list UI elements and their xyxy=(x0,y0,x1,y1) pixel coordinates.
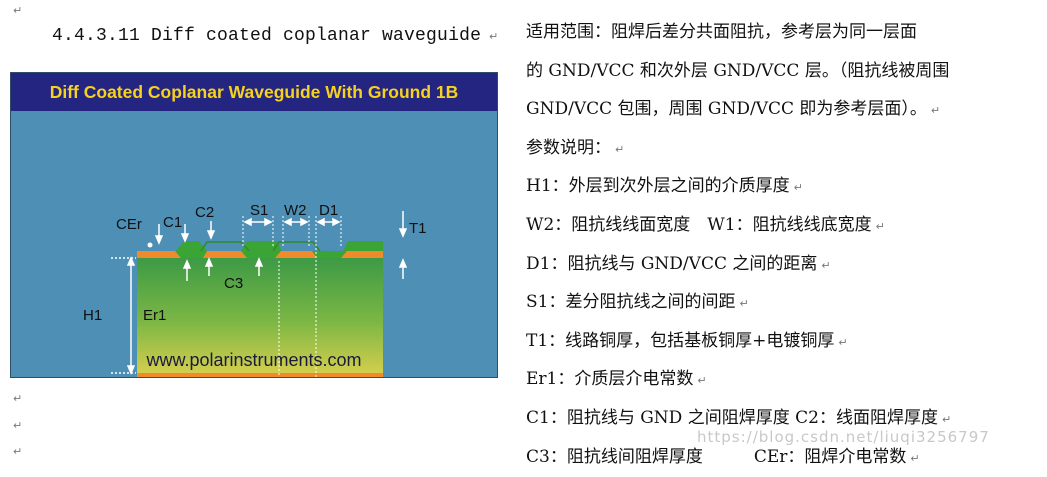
description-line: C1：阻抗线与 GND 之间阻焊厚度 C2：线面阻焊厚度↵ xyxy=(526,407,952,428)
description-line: S1：差分阻抗线之间的间距↵ xyxy=(526,292,749,313)
description-line: Er1：介质层介电常数↵ xyxy=(526,369,707,390)
paragraph-mark: ↵ xyxy=(13,4,23,17)
trace-coating-2 xyxy=(272,241,321,252)
watermark: https://blog.csdn.net/liuqi3256797 xyxy=(697,428,990,446)
dimension-arrows xyxy=(111,211,408,375)
description-line: GND/VCC 包围，周围 GND/VCC 即为参考层面）。↵ xyxy=(526,99,941,120)
dimension-guides xyxy=(242,216,342,377)
label-s1: S1 xyxy=(250,202,268,219)
waveguide-diagram: CEr C1 C2 S1 W2 D1 T1 C3 H1 Er1 W1 www.p… xyxy=(83,202,427,377)
label-er1: Er1 xyxy=(143,307,166,324)
section-heading: 4.4.3.11 Diff coated coplanar waveguide ↵ xyxy=(52,26,499,46)
figure-url-text: www.polarinstruments.com xyxy=(146,350,362,370)
label-w2: W2 xyxy=(284,202,307,219)
label-t1: T1 xyxy=(409,220,427,237)
label-c1: C1 xyxy=(163,214,182,231)
description-line: D1：阻抗线与 GND/VCC 之间的距离↵ xyxy=(526,253,831,274)
label-c2: C2 xyxy=(195,204,214,221)
ground-copper-left xyxy=(137,251,181,258)
label-c3: C3 xyxy=(224,275,243,292)
description-line: 的 GND/VCC 和次外层 GND/VCC 层。（阻抗线被周围 xyxy=(526,60,950,81)
ground-plane xyxy=(137,373,383,377)
substrate xyxy=(137,258,383,375)
label-cer: CEr xyxy=(116,216,142,233)
paragraph-mark: ↵ xyxy=(13,419,23,432)
waveguide-figure: Diff Coated Coplanar Waveguide With Grou… xyxy=(10,72,498,378)
description-line: 参数说明：↵ xyxy=(526,137,625,158)
trace-copper-1 xyxy=(203,251,247,258)
ground-copper-right xyxy=(341,251,383,258)
description-line: T1：线路铜厚，包括基板铜厚+电镀铜厚↵ xyxy=(526,330,848,351)
description-line: W2：阻抗线线面宽度 W1：阻抗线线底宽度↵ xyxy=(526,214,885,235)
solder-mask-coating xyxy=(137,241,383,258)
paragraph-mark: ↵ xyxy=(13,445,23,458)
label-d1: D1 xyxy=(319,202,338,219)
paragraph-mark: ↵ xyxy=(489,32,499,44)
section-heading-text: 4.4.3.11 Diff coated coplanar waveguide xyxy=(52,26,482,46)
description-line: 适用范围：阻焊后差分共面阻抗，参考层为同一层面 xyxy=(526,22,917,42)
trace-copper-2 xyxy=(275,251,317,258)
paragraph-mark: ↵ xyxy=(13,392,23,405)
trace-coating-1 xyxy=(200,241,250,252)
description-line: H1：外层到次外层之间的介质厚度↵ xyxy=(526,176,803,197)
description-text: 适用范围：阻焊后差分共面阻抗，参考层为同一层面 的 GND/VCC 和次外层 G… xyxy=(526,14,1041,477)
cer-marker xyxy=(147,242,153,248)
figure-title: Diff Coated Coplanar Waveguide With Grou… xyxy=(11,73,497,111)
label-h1: H1 xyxy=(83,307,102,324)
